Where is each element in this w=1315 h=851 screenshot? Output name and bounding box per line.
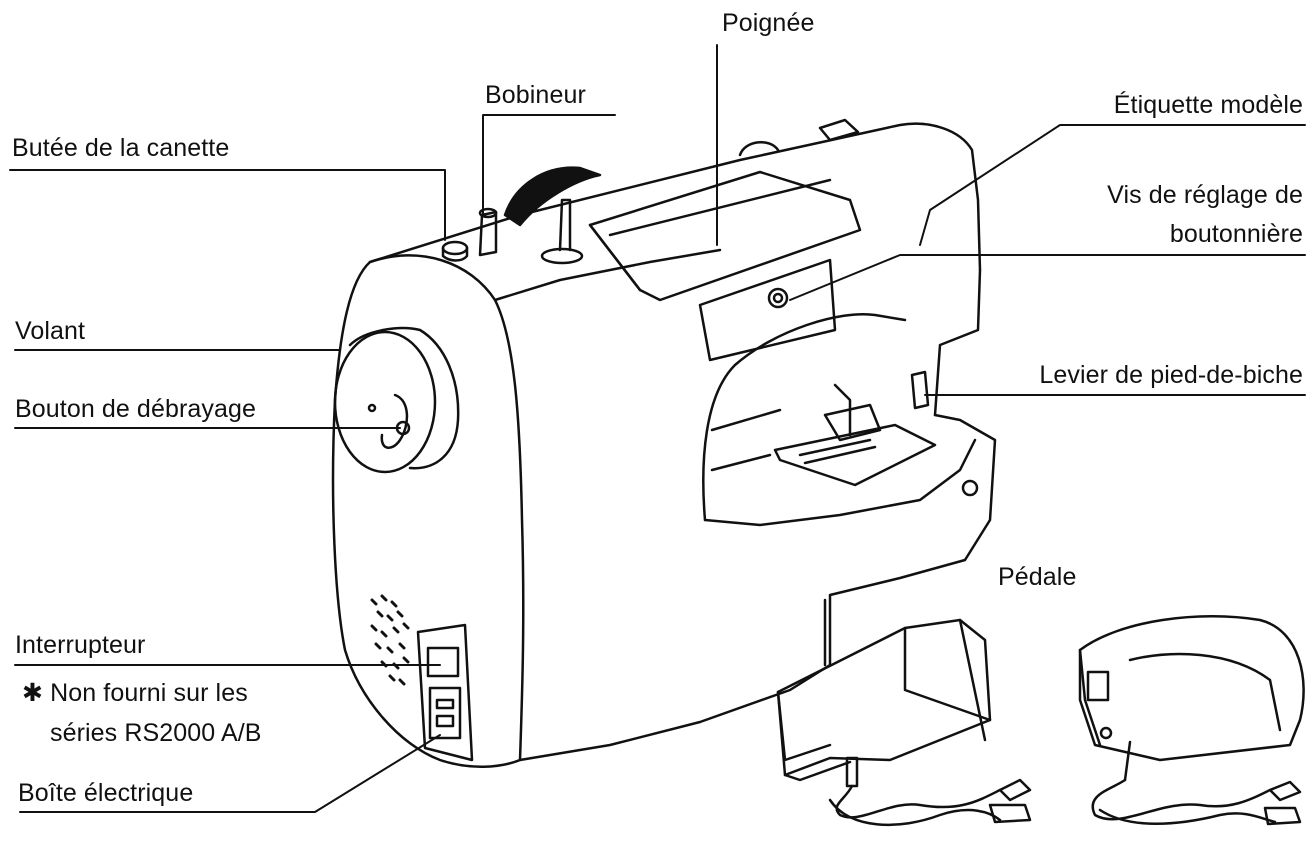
label-poignee: Poignée [722,9,815,37]
thread-guide [738,118,860,157]
label-note-line2: séries RS2000 A/B [50,719,262,747]
pedal-b [1078,615,1305,826]
leader-lines [9,44,1306,813]
pedal-a [776,618,1032,827]
thread-wheel [503,166,602,227]
label-etiquette-modele: Étiquette modèle [1113,91,1303,119]
label-vis-line1: Vis de réglage de [1107,181,1303,209]
label-interrupteur: Interrupteur [15,631,146,659]
bobbin-stop [441,240,469,262]
label-butee-canette: Butée de la canette [12,134,230,162]
label-volant: Volant [15,317,86,345]
label-pedale: Pédale [998,563,1077,591]
label-vis-line2: boutonnière [1169,220,1303,248]
handwheel [333,326,460,474]
vent [370,594,410,686]
label-boite-electrique: Boîte électrique [18,779,194,807]
bobbin-winder [478,207,498,257]
label-levier: Levier de pied-de-biche [1039,361,1303,389]
label-note-line1: ✱ Non fourni sur les [22,679,248,707]
machine-body [331,122,997,768]
label-bouton-debrayage: Bouton de débrayage [15,395,256,423]
label-bobineur: Bobineur [485,81,586,109]
electrical-box [416,623,474,762]
spool-pin [540,198,584,265]
